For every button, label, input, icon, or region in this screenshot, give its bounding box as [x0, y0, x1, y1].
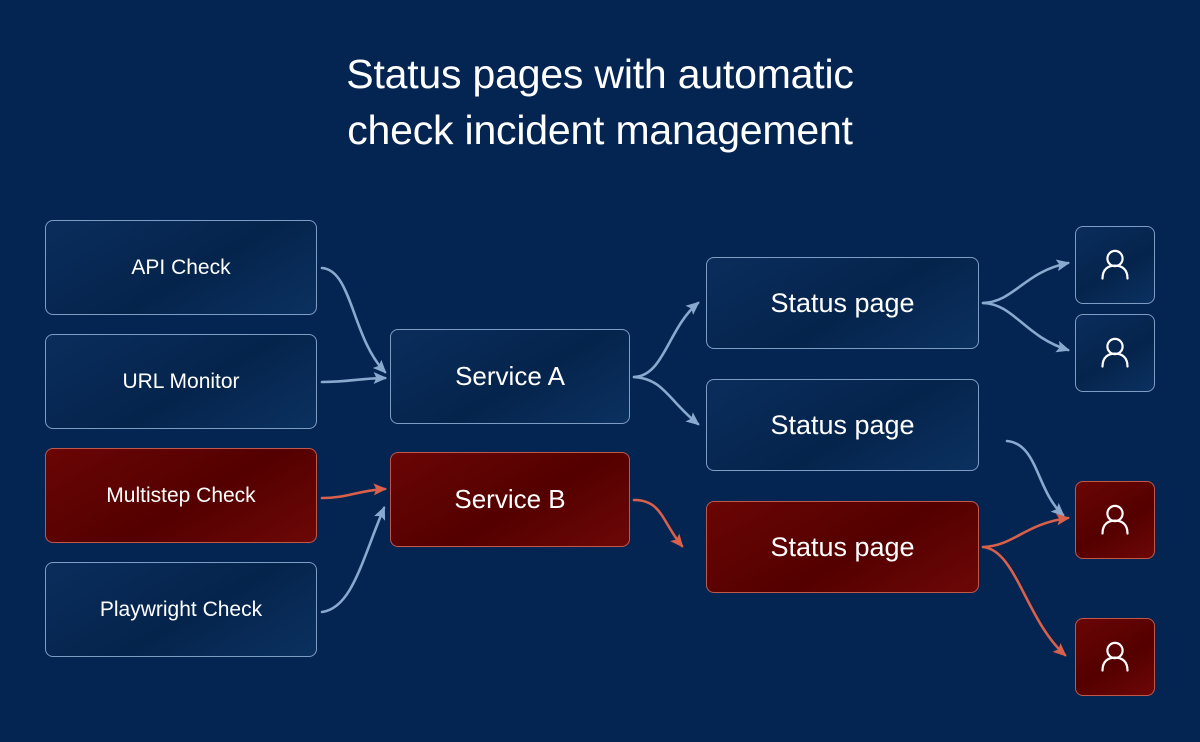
user-node-4[interactable] [1075, 618, 1155, 696]
page-title: Status pages with automatic check incide… [346, 51, 854, 153]
connector-status-page-1-to-user-1 [981, 259, 1071, 305]
check-node-playwright-check[interactable]: Playwright Check [45, 562, 317, 657]
status-page-label: Status page [770, 409, 915, 440]
service-label: Service B [454, 484, 566, 514]
connector-service-b-to-status-page-3 [632, 498, 684, 548]
check-node-api-check[interactable]: API Check [45, 220, 317, 315]
connector-playwright-check-to-service-b [320, 506, 386, 614]
connector-service-a-to-status-page-2 [632, 375, 700, 426]
connector-url-monitor-to-service-a [320, 372, 388, 384]
person-icon [1101, 641, 1129, 672]
check-label: Multistep Check [106, 483, 256, 507]
connector-status-page-1-to-user-2 [981, 301, 1071, 353]
check-label: API Check [131, 255, 231, 279]
person-icon [1101, 504, 1129, 535]
person-icon [1101, 249, 1129, 280]
status-page-node-2[interactable]: Status page [706, 379, 979, 471]
connector-status-page-2-to-user-3 [1005, 439, 1065, 517]
connector-status-page-3-to-user-4 [981, 545, 1067, 657]
connector-status-page-3-to-user-3 [981, 513, 1071, 549]
status-page-label: Status page [770, 531, 915, 562]
status-page-label: Status page [770, 287, 915, 318]
user-node-2[interactable] [1075, 314, 1155, 392]
check-node-url-monitor[interactable]: URL Monitor [45, 334, 317, 429]
connector-service-a-to-status-page-1 [632, 301, 700, 379]
user-node-1[interactable] [1075, 226, 1155, 304]
check-node-multistep-check[interactable]: Multistep Check [45, 448, 317, 543]
check-label: URL Monitor [122, 369, 240, 393]
connector-api-check-to-service-a [320, 266, 387, 374]
person-icon [1101, 337, 1129, 368]
service-label: Service A [455, 361, 565, 391]
service-node-service-b[interactable]: Service B [390, 452, 630, 547]
status-page-node-1[interactable]: Status page [706, 257, 979, 349]
connector-multistep-check-to-service-b [320, 483, 388, 500]
user-node-3[interactable] [1075, 481, 1155, 559]
service-node-service-a[interactable]: Service A [390, 329, 630, 424]
check-label: Playwright Check [99, 597, 263, 621]
status-page-node-3[interactable]: Status page [706, 501, 979, 593]
